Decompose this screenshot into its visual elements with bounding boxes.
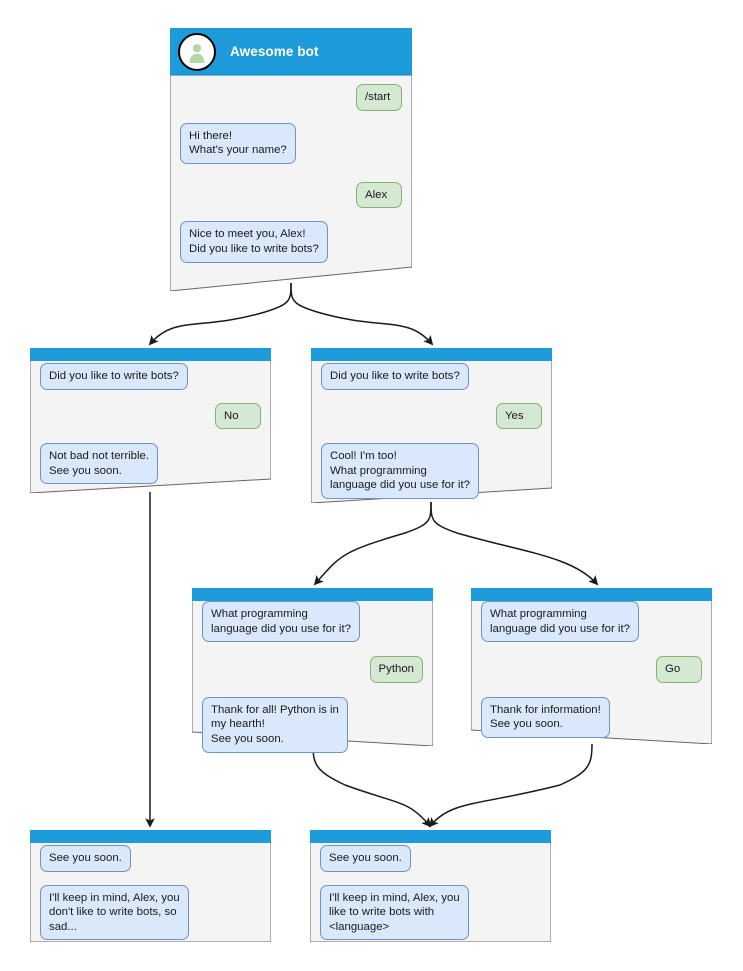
message-row: Did you like to write bots? xyxy=(321,363,542,390)
bot-message-bubble[interactable]: Not bad not terrible. See you soon. xyxy=(40,443,159,485)
bot-message-bubble[interactable]: Cool! I'm too! What programming language… xyxy=(321,443,479,499)
message-row: Yes xyxy=(321,402,542,430)
user-message-bubble[interactable]: Yes xyxy=(496,402,542,430)
window-titlebar xyxy=(192,588,433,601)
bot-message-bubble[interactable]: Thank for information! See you soon. xyxy=(481,696,610,738)
message-row: Did you like to write bots? xyxy=(40,363,261,390)
window-titlebar xyxy=(471,588,712,601)
edge-go-to-end-happy xyxy=(428,743,593,828)
branch-go-window[interactable]: What programming language did you use fo… xyxy=(471,588,712,744)
message-row: I'll keep in mind, Alex, you like to wri… xyxy=(320,884,541,941)
edge-yes-to-go xyxy=(430,501,599,586)
window-titlebar xyxy=(311,348,552,361)
message-row: I'll keep in mind, Alex, you don't like … xyxy=(40,884,261,941)
user-message-bubble[interactable]: Alex xyxy=(356,181,402,209)
message-row: /start xyxy=(180,84,402,111)
bot-message-bubble[interactable]: What programming language did you use fo… xyxy=(202,601,360,643)
person-avatar-icon xyxy=(178,32,216,71)
bot-title: Awesome bot xyxy=(230,44,319,59)
message-row: What programming language did you use fo… xyxy=(202,601,423,643)
message-row: What programming language did you use fo… xyxy=(481,601,702,643)
end-sad-window[interactable]: See you soon. I'll keep in mind, Alex, y… xyxy=(30,830,271,942)
root-bot-window[interactable]: Awesome bot /start Hi there! What's your… xyxy=(170,28,412,291)
message-row: Alex xyxy=(180,181,402,209)
message-row: No xyxy=(40,402,261,430)
edge-root-to-yes xyxy=(290,282,434,346)
user-message-bubble[interactable]: Go xyxy=(656,656,702,683)
bot-message-bubble[interactable]: See you soon. xyxy=(40,845,131,872)
end-happy-window[interactable]: See you soon. I'll keep in mind, Alex, y… xyxy=(310,830,551,942)
message-row: Cool! I'm too! What programming language… xyxy=(321,443,542,499)
window-titlebar xyxy=(30,348,271,361)
message-row: Thank for information! See you soon. xyxy=(481,696,702,738)
window-titlebar xyxy=(310,830,551,843)
bot-message-bubble[interactable]: What programming language did you use fo… xyxy=(481,601,639,643)
message-row: Nice to meet you, Alex! Did you like to … xyxy=(180,221,402,263)
branch-no-window[interactable]: Did you like to write bots? No Not bad n… xyxy=(30,348,271,493)
bot-message-bubble[interactable]: Hi there! What's your name? xyxy=(180,122,296,164)
bot-message-bubble[interactable]: Did you like to write bots? xyxy=(40,363,188,390)
bot-message-bubble[interactable]: Nice to meet you, Alex! Did you like to … xyxy=(180,221,328,263)
user-message-bubble[interactable]: No xyxy=(215,402,261,430)
bot-message-bubble[interactable]: See you soon. xyxy=(320,845,411,872)
window-titlebar: Awesome bot xyxy=(170,28,412,75)
bot-message-bubble[interactable]: Did you like to write bots? xyxy=(321,363,469,390)
edge-yes-to-python xyxy=(313,501,432,586)
bot-message-bubble[interactable]: I'll keep in mind, Alex, you like to wri… xyxy=(320,884,469,941)
message-row: Thank for all! Python is in my hearth! S… xyxy=(202,696,423,753)
branch-yes-window[interactable]: Did you like to write bots? Yes Cool! I'… xyxy=(311,348,552,503)
edge-root-to-no xyxy=(148,282,292,346)
user-message-bubble[interactable]: Python xyxy=(369,656,423,683)
message-row: Go xyxy=(481,656,702,683)
message-row: Python xyxy=(202,656,423,683)
user-message-bubble[interactable]: /start xyxy=(356,84,402,111)
bot-message-bubble[interactable]: I'll keep in mind, Alex, you don't like … xyxy=(40,884,189,941)
message-row: See you soon. xyxy=(320,845,541,872)
message-row: Hi there! What's your name? xyxy=(180,122,402,164)
message-row: Not bad not terrible. See you soon. xyxy=(40,443,261,485)
window-titlebar xyxy=(30,830,271,843)
edge-python-to-end-happy xyxy=(312,745,432,828)
message-row: See you soon. xyxy=(40,845,261,872)
bot-message-bubble[interactable]: Thank for all! Python is in my hearth! S… xyxy=(202,696,348,753)
branch-python-window[interactable]: What programming language did you use fo… xyxy=(192,588,433,753)
